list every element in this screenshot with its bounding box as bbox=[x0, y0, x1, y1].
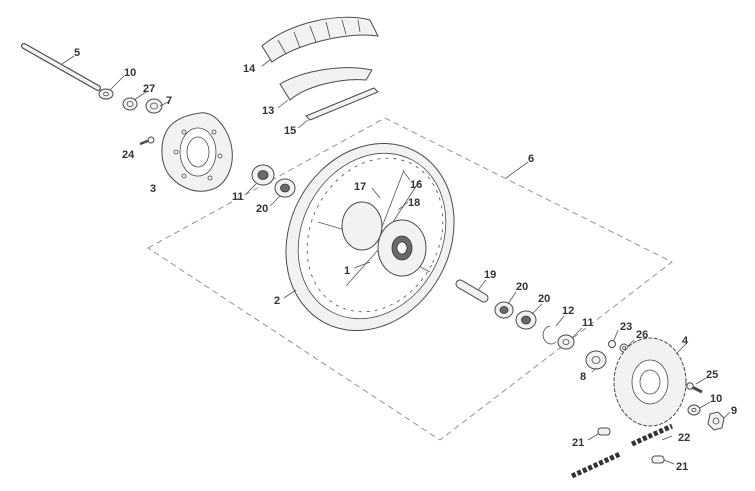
bearing-left-inner bbox=[274, 178, 296, 198]
label-bearing-left-inner: 20 bbox=[256, 203, 268, 215]
brake-disc bbox=[161, 112, 233, 192]
label-disc-bolt: 24 bbox=[122, 149, 135, 161]
label-axle: 5 bbox=[74, 47, 80, 59]
label-spacer-left: 27 bbox=[143, 83, 155, 95]
label-assembly: 6 bbox=[528, 153, 534, 165]
label-inner-tube: 13 bbox=[262, 105, 274, 117]
label-spacer-disc-side: 7 bbox=[166, 95, 172, 107]
axle bbox=[21, 43, 101, 91]
label-spoke-outer: 16 bbox=[410, 179, 422, 191]
label-chain-link-lower: 21 bbox=[676, 461, 688, 473]
label-nut-sprocket: 23 bbox=[620, 321, 632, 333]
label-sprocket-bolt: 25 bbox=[706, 369, 718, 381]
label-washer-sprocket: 26 bbox=[636, 329, 648, 341]
spacer-disc-side bbox=[145, 98, 163, 114]
label-spoke-nipple: 18 bbox=[408, 197, 420, 209]
axle-nut bbox=[707, 411, 725, 431]
label-spindle: 19 bbox=[484, 269, 496, 281]
label-rim-strip: 15 bbox=[284, 125, 296, 137]
part-labels: 5 10 27 7 24 3 14 13 15 6 16 17 18 11 20… bbox=[74, 47, 737, 473]
bearing-right-outer bbox=[494, 301, 514, 319]
label-tyre: 14 bbox=[243, 63, 256, 75]
spacer-left bbox=[122, 97, 138, 111]
label-circlip: 12 bbox=[562, 305, 574, 317]
bearing-left-outer bbox=[251, 164, 275, 186]
tyre bbox=[261, 16, 379, 63]
washer-right bbox=[687, 404, 701, 416]
inner-tube bbox=[279, 67, 373, 101]
label-sprocket-carrier: 8 bbox=[580, 371, 586, 383]
label-chain: 22 bbox=[678, 432, 690, 444]
label-washer-top: 10 bbox=[124, 67, 136, 79]
assembly-boundary bbox=[147, 117, 673, 441]
label-bearing-right-inner: 20 bbox=[538, 293, 550, 305]
bearing-right-inner bbox=[515, 310, 537, 330]
label-chain-link-upper: 21 bbox=[572, 437, 584, 449]
nut-sprocket bbox=[608, 340, 616, 348]
label-hub: 1 bbox=[344, 265, 350, 277]
disc-bolt bbox=[139, 136, 155, 146]
chain-link-upper bbox=[597, 427, 611, 436]
label-spoke-inner: 17 bbox=[354, 181, 366, 193]
label-spacer-right: 11 bbox=[582, 317, 594, 329]
spacer-right bbox=[557, 334, 575, 350]
label-washer-right: 10 bbox=[710, 393, 722, 405]
sprocket-carrier bbox=[585, 350, 607, 370]
leader-lines bbox=[61, 55, 731, 465]
label-axle-nut: 9 bbox=[731, 405, 737, 417]
rear-sprocket bbox=[613, 337, 687, 427]
circlip bbox=[542, 325, 557, 345]
label-bearing-right-outer: 20 bbox=[516, 281, 528, 293]
spindle bbox=[455, 279, 489, 303]
chain-link-lower bbox=[651, 455, 665, 464]
rim-strip bbox=[305, 87, 379, 121]
label-brake-disc: 3 bbox=[150, 183, 156, 195]
label-sprocket: 4 bbox=[682, 335, 689, 347]
wheel-hub bbox=[341, 201, 427, 277]
washer-top bbox=[98, 88, 114, 100]
drive-chain bbox=[570, 423, 674, 479]
sprocket-bolt bbox=[686, 382, 703, 394]
label-bearing-left-outer: 11 bbox=[232, 191, 244, 203]
label-rim: 2 bbox=[274, 295, 280, 307]
